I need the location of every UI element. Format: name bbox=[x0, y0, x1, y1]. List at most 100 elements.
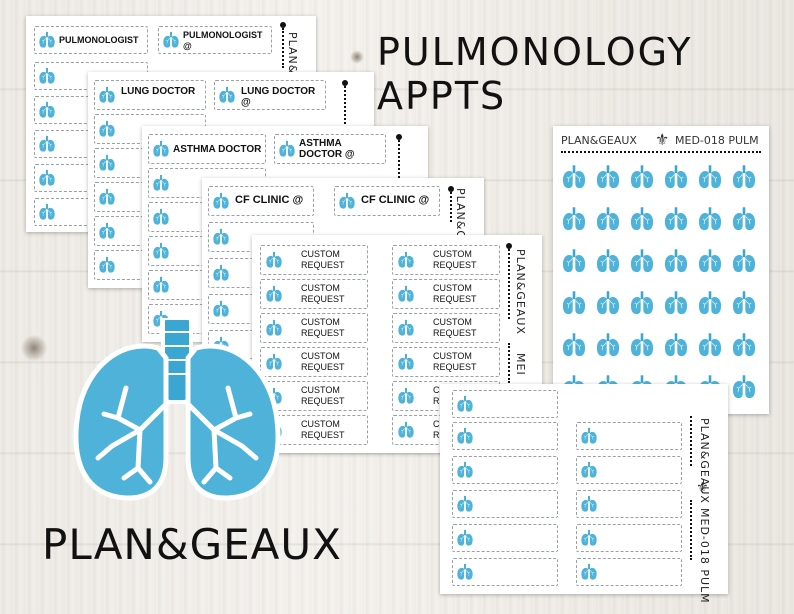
lungs-icon bbox=[98, 188, 116, 206]
sticker-label: CUSTOM bbox=[433, 351, 472, 361]
lungs-icon bbox=[278, 140, 296, 158]
lungs-icon bbox=[212, 264, 230, 282]
wood-knot bbox=[20, 335, 48, 361]
separator-line bbox=[398, 140, 402, 178]
lungs-icon bbox=[152, 174, 170, 192]
sticker-label: REQUEST bbox=[433, 362, 477, 372]
lungs-icon bbox=[397, 387, 415, 405]
sheet-code-vertical: MED-018 PULM bbox=[698, 508, 711, 604]
lungs-icon bbox=[265, 251, 283, 269]
separator-line bbox=[690, 416, 694, 466]
lungs-icon bbox=[218, 86, 236, 104]
lungs-icon bbox=[212, 192, 230, 210]
lungs-icon bbox=[456, 427, 474, 445]
lungs-icon bbox=[561, 162, 587, 192]
sticker-label: CUSTOM bbox=[433, 283, 472, 293]
fleur-de-lis-icon: ⚜ bbox=[655, 130, 670, 149]
separator-line bbox=[282, 28, 286, 68]
lungs-icon bbox=[697, 162, 723, 192]
lungs-icon bbox=[456, 529, 474, 547]
separator-line bbox=[508, 249, 512, 319]
large-lungs-icon bbox=[73, 318, 281, 501]
sticker-sheet-icon-grid: PLAN&GEAUX ⚜ MED-018 PULM bbox=[553, 126, 769, 414]
lungs-icon bbox=[98, 86, 116, 104]
separator-line bbox=[450, 192, 454, 222]
sticker: PULMONOLOGIST @ bbox=[158, 26, 272, 54]
lungs-icon bbox=[595, 330, 621, 360]
lungs-icon bbox=[561, 330, 587, 360]
lungs-icon bbox=[38, 135, 56, 153]
lungs-icon bbox=[580, 563, 598, 581]
lungs-icon bbox=[629, 246, 655, 276]
lungs-icon bbox=[338, 192, 356, 210]
lungs-icon bbox=[580, 427, 598, 445]
lungs-icon bbox=[697, 246, 723, 276]
lungs-icon bbox=[731, 246, 757, 276]
lungs-icon bbox=[456, 495, 474, 513]
lungs-icon bbox=[629, 330, 655, 360]
sticker: ASTHMA DOCTOR @ bbox=[274, 134, 386, 164]
lungs-icon bbox=[731, 162, 757, 192]
sticker bbox=[576, 456, 682, 484]
lungs-icon bbox=[697, 288, 723, 318]
sticker bbox=[452, 490, 558, 518]
sticker-label: LUNG DOCTOR bbox=[121, 86, 196, 97]
lungs-icon bbox=[595, 204, 621, 234]
sticker bbox=[576, 490, 682, 518]
sticker bbox=[452, 456, 558, 484]
sticker bbox=[452, 422, 558, 450]
lungs-icon bbox=[152, 276, 170, 294]
lungs-icon bbox=[561, 204, 587, 234]
sheet-brand-vertical: PLAN&GEAUX bbox=[698, 418, 711, 504]
sticker-label: CUSTOM bbox=[301, 385, 340, 395]
sticker-label: REQUEST bbox=[301, 362, 345, 372]
lungs-icon bbox=[38, 169, 56, 187]
lungs-icon bbox=[38, 203, 56, 221]
lungs-icon bbox=[629, 288, 655, 318]
lungs-icon bbox=[580, 461, 598, 479]
separator-line bbox=[508, 343, 512, 383]
sticker: CF CLINIC @ bbox=[208, 186, 314, 216]
sticker-label: REQUEST bbox=[301, 294, 345, 304]
sticker bbox=[576, 422, 682, 450]
lungs-icon bbox=[595, 288, 621, 318]
lungs-icon bbox=[397, 251, 415, 269]
lungs-icon bbox=[561, 246, 587, 276]
lungs-icon bbox=[38, 31, 56, 49]
sticker: LUNG DOCTOR bbox=[94, 80, 206, 110]
separator-dot bbox=[342, 80, 348, 86]
sticker-label: CUSTOM bbox=[433, 249, 472, 259]
lungs-icon bbox=[152, 140, 170, 158]
sheet-brand-vertical: PLAN&G bbox=[454, 188, 467, 240]
lungs-icon bbox=[38, 67, 56, 85]
sticker-label: CUSTOM bbox=[301, 249, 340, 259]
sticker-label: ASTHMA DOCTOR @ bbox=[299, 138, 355, 160]
lungs-icon bbox=[456, 563, 474, 581]
lungs-icon bbox=[580, 495, 598, 513]
separator-line bbox=[344, 86, 348, 124]
sticker-sheet-blank: PLAN&GEAUX ⚜ MED-018 PULM bbox=[440, 384, 728, 604]
lungs-icon bbox=[152, 242, 170, 260]
grid-header-code: MED-018 PULM bbox=[675, 134, 759, 147]
lungs-icon bbox=[397, 319, 415, 337]
sheet-brand-vertical: PLAN&GEAUX bbox=[514, 249, 527, 335]
lungs-icon bbox=[38, 101, 56, 119]
sticker-label: REQUEST bbox=[433, 260, 477, 270]
grid-header-rule bbox=[561, 151, 761, 153]
lungs-icon bbox=[561, 288, 587, 318]
lungs-icon bbox=[265, 285, 283, 303]
sticker-label: REQUEST bbox=[433, 294, 477, 304]
lungs-icon bbox=[397, 421, 415, 439]
sticker-label: PULMONOLOGIST bbox=[59, 35, 139, 45]
brand-logo-text: PLAN&GEAUX bbox=[42, 520, 342, 569]
lungs-icon bbox=[663, 330, 689, 360]
lungs-icon bbox=[397, 353, 415, 371]
sticker-label: REQUEST bbox=[301, 260, 345, 270]
lungs-icon bbox=[152, 208, 170, 226]
